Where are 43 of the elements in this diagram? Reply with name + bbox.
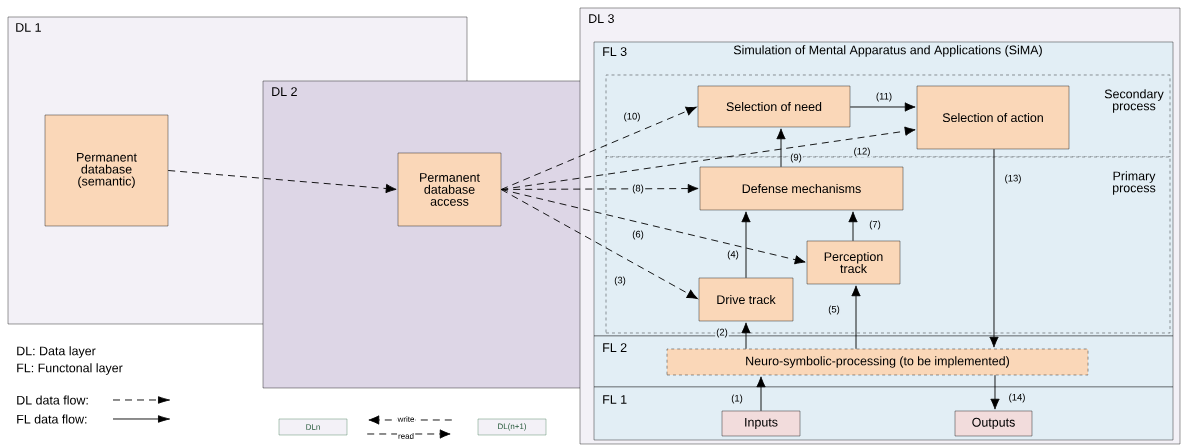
io-box: Inputs (721, 410, 801, 437)
process-box: Perception track (806, 240, 901, 285)
arrow (741, 211, 751, 279)
arrow (500, 189, 698, 300)
edge-label: (4) (726, 249, 740, 261)
edge-label: (6) (631, 229, 645, 241)
arrow (990, 374, 1000, 410)
edge-label: (1) (730, 393, 744, 405)
arrow (741, 322, 751, 350)
legend-text: FL data flow: (17, 414, 87, 424)
edge-label: (10) (622, 111, 642, 123)
database-box: Permanent database (semantic) (44, 114, 169, 227)
edge-label: (3) (613, 275, 627, 287)
edge-label: (9) (789, 152, 803, 164)
arrow (500, 189, 806, 265)
arrow (500, 126, 916, 190)
arrow (776, 128, 786, 168)
arrow (851, 285, 861, 350)
process-box: Selection of action (916, 85, 1070, 150)
edge-label: (7) (868, 219, 882, 231)
io-box: Outputs (954, 410, 1033, 437)
arrow (756, 376, 766, 412)
process-box: Defense mechanisms (699, 166, 904, 211)
edge-label: (2) (715, 327, 729, 339)
arrow (500, 106, 697, 190)
process-box: Drive track (698, 277, 794, 322)
edge-label: (14) (1007, 392, 1027, 404)
process-box: Selection of need (697, 85, 851, 128)
legend-text: DL data flow: (17, 395, 88, 405)
arrow (167, 170, 397, 194)
note: FL: Functonal layer (17, 363, 123, 375)
edge-label: (13) (1003, 173, 1023, 185)
edge-label: (8) (631, 183, 645, 195)
arrow (989, 148, 999, 348)
note: DL: Data layer (17, 346, 96, 358)
arrow (848, 211, 858, 242)
edge-label: (11) (874, 91, 894, 103)
edge-label: (5) (827, 304, 841, 316)
arrow (849, 102, 916, 112)
process-box: Neuro-symbolic-processing (to be implemented) (666, 348, 1089, 376)
arrow (368, 415, 453, 425)
process-box: Permanent database access (397, 152, 502, 227)
edge-label: (12) (852, 146, 872, 158)
